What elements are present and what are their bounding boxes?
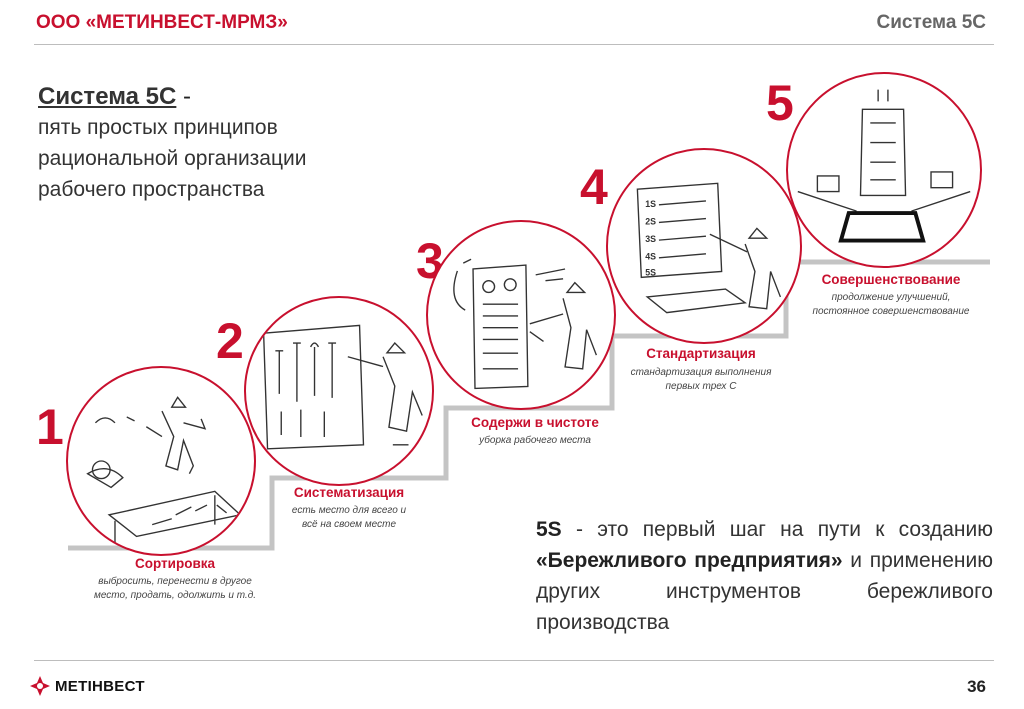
intro-dash: - [176,83,192,110]
step-3-desc: уборка рабочего места [430,434,640,448]
step-5-title: Совершенствование [821,272,961,287]
intro-line: пять простых принципов [38,116,278,139]
intro-block: Система 5С - пять простых принципов раци… [38,82,398,205]
step-1-desc: выбросить, перенести в другое место, про… [60,575,290,603]
page-number: 36 [967,677,986,696]
step-4-illustration: 1S 2S 3S 4S 5S [606,148,802,344]
step-1-illustration [66,366,256,556]
step-4-desc: стандартизация выполнения первых трех С [596,366,806,394]
company-logo: МЕТІНВЕСТ [30,676,145,696]
step-2-desc-line: всё на своем месте [301,519,397,530]
summary-paragraph: 5S - это первый шаг на пути к созданию «… [536,514,993,638]
board-label-1s: 1S [645,199,656,209]
step-1-number: 1 [36,399,64,455]
intro-line: рациональной организации [38,147,307,170]
section-title: Система 5С [876,12,986,33]
step-5-desc: продолжение улучшений, постоянное соверш… [786,291,996,319]
step-2-illustration [244,296,434,486]
board-label-4s: 4S [645,252,656,262]
company-name: ООО «МЕТИНВЕСТ-МРМЗ» [36,12,288,33]
step-3-illustration [426,220,616,410]
footer-divider [34,660,994,661]
step-3-desc-line: уборка рабочего места [479,435,591,446]
step-5-number: 5 [766,75,794,131]
summary-emphasis: «Бережливого предприятия» [536,549,843,572]
board-label-5s: 5S [645,267,656,277]
step-4-title: Стандартизация [646,346,756,361]
step-2-desc: есть место для всего и всё на своем мест… [254,504,444,532]
step-3-title: Содержи в чистоте [471,415,599,430]
step-1-title: Сортировка [134,556,216,571]
step-2-desc-line: есть место для всего и [291,505,407,516]
step-4-number: 4 [580,159,608,215]
logo-text: МЕТІНВЕСТ [55,677,145,695]
step-1-desc-line: выбросить, перенести в другое [98,576,252,587]
intro-line: рабочего пространства [38,178,265,201]
step-5-illustration [786,72,982,268]
intro-title: Система 5С [38,83,177,110]
summary-text-1: - это первый шаг на пути к созданию [561,518,993,541]
intro-heading: Система 5С - [38,82,398,112]
step-5-desc-line: постоянное совершенствование [812,306,970,317]
step-4-desc-line: первых трех С [665,381,737,392]
step-1-desc-line: место, продать, одолжить и т.д. [93,590,257,601]
board-label-3s: 3S [645,234,656,244]
step-2-title: Систематизация [293,485,405,500]
step-5-desc-line: продолжение улучшений, [831,292,951,303]
header-divider [34,44,994,45]
board-label-2s: 2S [645,216,656,226]
summary-text-2: и применению других инструментов бережли… [536,549,993,634]
step-4-desc-line: стандартизация выполнения [630,367,772,378]
summary-lead: 5S [536,518,562,541]
step-2-number: 2 [216,313,244,369]
metinvest-logo-icon [30,676,50,696]
